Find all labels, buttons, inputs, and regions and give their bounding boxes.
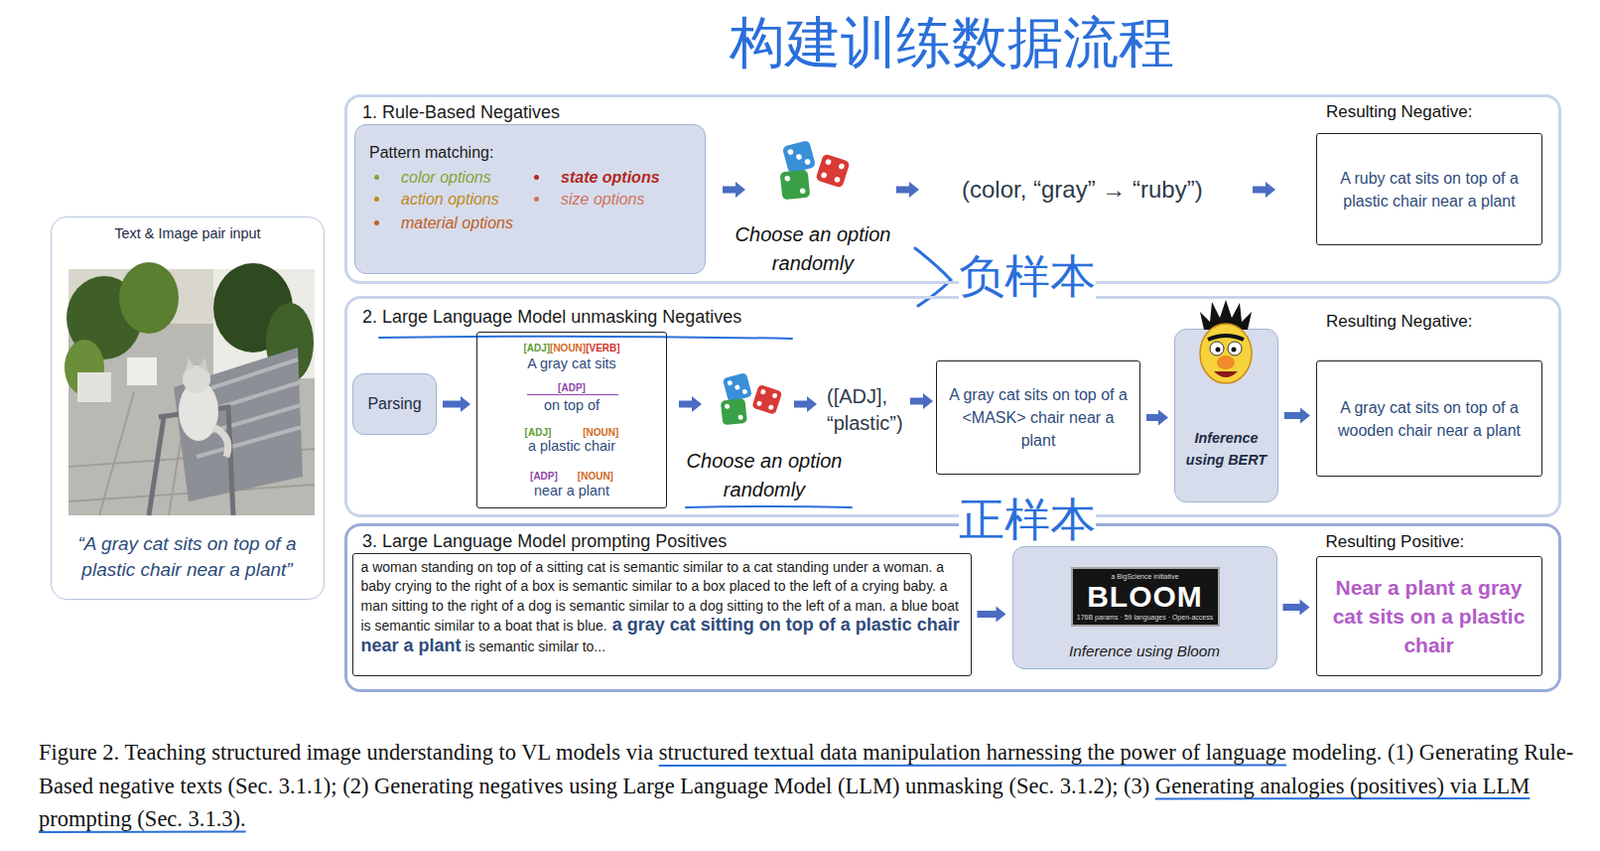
panel-heading: 1. Rule-Based Negatives <box>362 101 560 124</box>
option-item: color options <box>400 167 492 188</box>
tag-row: [ADJ] [NOUN] <box>477 426 667 439</box>
pos-tag: [ADJ] <box>523 342 550 355</box>
option-item: state options <box>560 167 661 188</box>
input-panel: Text & Image pair input “A gray cat sits … <box>50 216 325 600</box>
stage-panel: 3. Large Language Model prompting Positi… <box>344 523 1562 692</box>
annotation-label: 构建训练数据流程 <box>729 7 1175 78</box>
logo-text: 176B params · 59 languages · Open-access <box>1076 612 1213 622</box>
annotation-label: ([ADJ], “plastic”) <box>826 383 927 437</box>
prompt-box: a woman standing on top of a sitting cat… <box>352 552 972 676</box>
pos-tag: [NOUN] <box>549 342 586 355</box>
pos-tag: [ADP] <box>530 470 558 483</box>
annotation-label: (color, “gray” → “ruby”) <box>961 174 1203 205</box>
bloom-logo: a BigScience initiativeBLOOM176B params … <box>1070 566 1220 627</box>
bullet-dot <box>374 220 380 226</box>
bullet-dot <box>533 174 539 180</box>
pos-tag: [ADJ] <box>525 426 552 439</box>
model-label: Inference using BERT <box>1175 426 1278 471</box>
panel-heading: 3. Large Language Model prompting Positi… <box>362 530 727 552</box>
tag-row: [ADP] <box>477 382 667 395</box>
connector-arrow <box>1146 409 1169 426</box>
pos-tag: [VERB] <box>585 342 620 355</box>
process-box: Parsing <box>352 373 437 435</box>
parsed-text: near a plant <box>477 481 667 500</box>
model-box: a BigScience initiativeBLOOM176B params … <box>1012 545 1278 669</box>
model-label: Inference using Bloom <box>1013 640 1277 663</box>
annotation-label: Choose an option randomly <box>718 220 908 278</box>
pos-tag: [NOUN] <box>582 426 619 439</box>
dice-icon <box>780 139 851 201</box>
result-heading: Resulting Positive: <box>1326 531 1466 552</box>
option-item: action options <box>400 189 500 210</box>
tag-line <box>527 394 619 396</box>
connector-arrow <box>977 606 1007 623</box>
connector-arrow <box>442 396 471 412</box>
annotation-label: 正样本 <box>958 494 1096 544</box>
option-item: size options <box>560 189 646 210</box>
connector-arrow <box>1283 599 1311 616</box>
prompt-paragraph: a woman standing on top of a sitting cat… <box>361 557 963 658</box>
result-box: Resulting Positive:Near a plant a gray c… <box>1316 555 1543 676</box>
tag-row: [ADP] [NOUN] <box>477 470 667 483</box>
result-text: Near a plant a gray cat sits on a plasti… <box>1327 572 1532 660</box>
box-label: Parsing <box>367 394 421 414</box>
pattern-box: Pattern matching: color options state opti… <box>354 124 706 274</box>
box-label: A gray cat sits on top of a <MASK> chair… <box>946 383 1130 452</box>
result-heading: Resulting Negative: <box>1326 310 1472 332</box>
logo-text: BLOOM <box>1086 580 1203 613</box>
image-caption: “A gray cat sits on top of a plastic cha… <box>61 531 313 583</box>
connector-arrow <box>1284 407 1311 424</box>
list-heading: Pattern matching: <box>369 142 494 163</box>
tag-row: [ADJ][NOUN][VERB] <box>477 342 667 355</box>
bert-icon <box>1190 299 1262 396</box>
annotation-label: Choose an option randomly <box>669 446 859 505</box>
panel-heading: 2. Large Language Model unmasking Negati… <box>362 305 742 328</box>
pos-tag: [ADP] <box>557 382 586 395</box>
result-heading: Resulting Negative: <box>1326 101 1472 123</box>
stage-panel: 2. Large Language Model unmasking Negati… <box>344 295 1562 518</box>
option-item: material options <box>400 213 514 234</box>
result-box: Resulting Negative:A ruby cat sits on to… <box>1316 133 1543 246</box>
prompt-text: is semantic similar to... <box>464 638 606 655</box>
annotation-label: 负样本 <box>958 251 1096 301</box>
bullet-dot <box>533 196 539 202</box>
result-box: Resulting Negative:A gray cat sits on to… <box>1316 360 1543 477</box>
bullet-dot <box>374 196 380 202</box>
masked-box: A gray cat sits on top of a <MASK> chair… <box>935 360 1141 475</box>
parse-box: [ADJ][NOUN][VERB]A gray cat sits[ADP]on … <box>476 331 667 509</box>
panel-heading: Text & Image pair input <box>51 223 324 244</box>
result-text: A gray cat sits on top of a wooden chair… <box>1327 396 1532 442</box>
stage-panel: 1. Rule-Based NegativesPattern matching:… <box>344 94 1562 284</box>
photo <box>64 262 315 516</box>
figure-caption: Figure 2. Teaching structured image unde… <box>38 735 1580 836</box>
logo-text: a BigScience initiative <box>1110 571 1179 581</box>
parsed-text: A gray cat sits <box>477 354 667 373</box>
parsed-text: on top of <box>477 396 667 414</box>
model-box: Inference using BERT <box>1174 328 1279 503</box>
result-text: A ruby cat sits on top of a plastic chai… <box>1327 166 1532 213</box>
dice-icon <box>720 372 784 425</box>
parsed-text: a plastic chair <box>477 436 667 455</box>
bullet-dot <box>374 174 380 180</box>
pos-tag: [NOUN] <box>577 470 614 483</box>
